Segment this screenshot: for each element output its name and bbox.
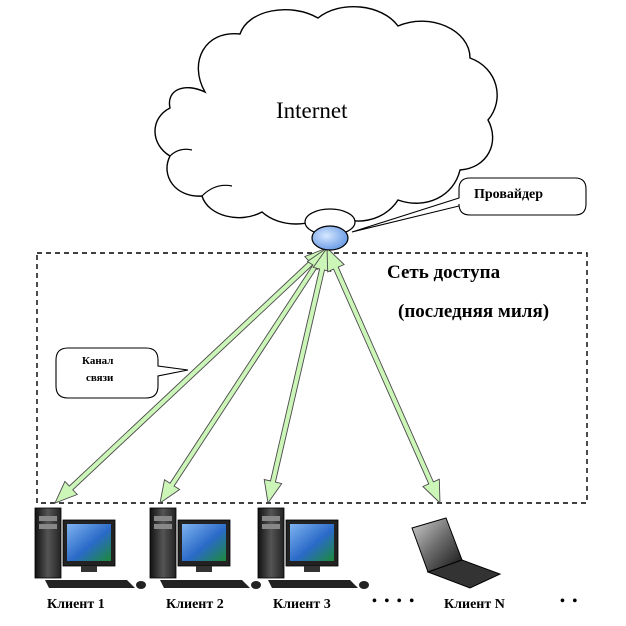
- monitor-screen: [182, 524, 226, 561]
- keyboard: [45, 580, 135, 588]
- mouse: [251, 581, 261, 589]
- ellipsis-dots: • • • •: [372, 594, 417, 609]
- monitor-screen: [67, 524, 111, 561]
- ellipsis-dots-end: • •: [560, 594, 580, 609]
- desktop-computer-2: [149, 507, 261, 589]
- mouse: [136, 581, 146, 589]
- client-label-2: Клиент 2: [166, 597, 224, 612]
- internet-cloud: [154, 6, 498, 225]
- client-label-1: Клиент 1: [47, 597, 105, 612]
- keyboard: [160, 580, 250, 588]
- link-arrow-2: [159, 247, 328, 504]
- link-arrow-4: [326, 246, 441, 505]
- channel-callout: [55, 347, 189, 399]
- monitor-screen: [290, 524, 334, 561]
- provider-node: [304, 208, 356, 251]
- channel-label-line1: Канал: [82, 355, 114, 367]
- access-network-subtitle: (последняя миля): [398, 301, 550, 322]
- mouse: [359, 581, 369, 589]
- channel-label-line2: связи: [86, 372, 114, 384]
- desktop-computer-3: [257, 507, 369, 589]
- laptop-base: [426, 559, 502, 589]
- provider-label: Провайдер: [474, 187, 544, 202]
- access-network-title: Сеть доступа: [387, 262, 501, 283]
- client-label-3: Клиент 3: [273, 597, 331, 612]
- keyboard: [268, 580, 358, 588]
- internet-label: Internet: [276, 98, 348, 123]
- laptop-computer: [411, 517, 502, 589]
- desktop-computer-1: [34, 507, 146, 589]
- provider-callout: [351, 177, 587, 233]
- client-label-n: Клиент N: [444, 597, 505, 612]
- communication-links: [54, 246, 441, 505]
- access-network-boundary: [36, 252, 588, 504]
- link-arrow-3: [263, 246, 332, 505]
